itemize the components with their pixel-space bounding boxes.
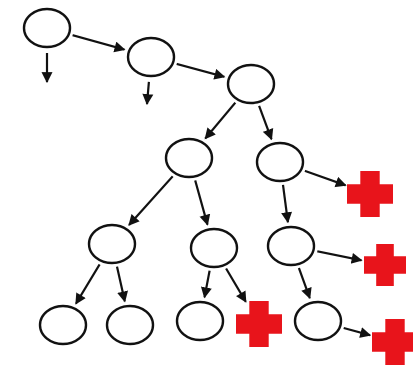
tree-node-n11 (175, 300, 225, 342)
arrow-n2-to-n3 (176, 62, 226, 80)
tree-node-n8 (266, 225, 316, 267)
arrow-n3-to-n4 (204, 101, 237, 140)
arrow-n7-to-x2 (225, 267, 247, 303)
tree-node-n12 (293, 300, 343, 342)
tree-node-n4 (164, 137, 214, 179)
red-cross-icon-x3 (364, 244, 406, 286)
arrow-n8-to-n12 (297, 267, 312, 300)
arrow-n3-to-n5 (258, 105, 274, 141)
arrow-n5-to-n8 (281, 184, 293, 224)
arrow-n2-to-open-3 (142, 81, 154, 106)
arrow-n4-to-n7 (194, 180, 211, 226)
tree-node-n10 (105, 304, 155, 346)
arrow-n12-to-x4 (343, 326, 372, 338)
tree-node-n9 (38, 304, 88, 346)
tree-node-n7 (189, 227, 239, 269)
red-cross-icon-x4 (372, 319, 413, 365)
arrow-n6-to-n10 (115, 266, 129, 303)
arrow-n5-to-x1 (304, 169, 347, 188)
arrow-n1-to-n2 (72, 34, 126, 53)
arrow-n8-to-x3 (317, 250, 363, 264)
tree-node-n2 (126, 36, 176, 78)
arrow-n6-to-n9 (74, 263, 101, 305)
tree-node-n3 (226, 63, 276, 105)
arrow-n4-to-n6 (128, 175, 174, 226)
terminals (236, 171, 413, 365)
tree-node-n5 (255, 141, 305, 183)
red-cross-icon-x1 (347, 171, 393, 217)
edges (41, 34, 372, 338)
red-cross-icon-x2 (236, 301, 282, 347)
arrow-n7-to-n11 (200, 270, 212, 299)
tree-node-n1 (22, 7, 72, 49)
tree-node-n6 (87, 223, 137, 265)
nodes (22, 7, 343, 346)
